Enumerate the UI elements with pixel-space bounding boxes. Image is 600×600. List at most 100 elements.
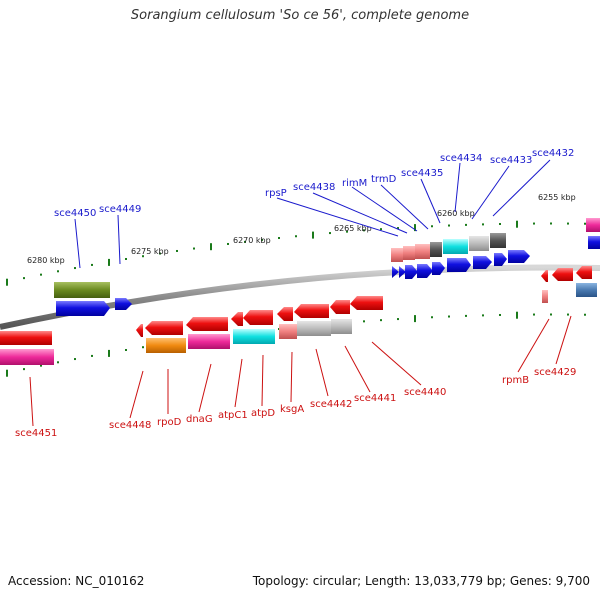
gene-arrow — [432, 262, 445, 275]
scale-minor-tick — [57, 270, 59, 273]
scale-label: 6255 kbp — [538, 193, 576, 202]
scale-minor-tick — [295, 235, 297, 238]
gene-block — [586, 218, 600, 232]
gene-arrow — [4, 331, 52, 345]
scale-minor-tick — [567, 313, 569, 316]
gene-block — [403, 246, 415, 260]
scale-minor-tick — [550, 222, 552, 225]
scale-minor-tick — [142, 255, 144, 258]
gene-arrow — [508, 250, 530, 263]
gene-label-sce4438[interactable]: sce4438 — [293, 182, 335, 193]
gene-label-sce4440[interactable]: sce4440 — [404, 387, 446, 398]
scale-major-tick — [108, 349, 110, 357]
gene-arrow — [277, 307, 293, 321]
gene-arrow — [399, 266, 406, 278]
gene-label-trmD[interactable]: trmD — [371, 174, 397, 185]
scale-minor-tick — [23, 368, 25, 371]
scale-minor-tick — [176, 249, 178, 252]
gene-arrow — [243, 310, 273, 325]
forward-leader-lines — [74, 159, 551, 269]
scale-minor-tick — [482, 223, 484, 226]
scale-minor-tick — [346, 230, 348, 233]
gene-arrow — [136, 324, 143, 337]
gene-label-sce4435[interactable]: sce4435 — [401, 168, 443, 179]
scale-minor-tick — [499, 222, 501, 225]
gene-block — [233, 329, 275, 344]
scale-minor-tick — [261, 238, 263, 241]
gene-block — [54, 282, 110, 298]
gene-label-rpoD[interactable]: rpoD — [157, 417, 182, 428]
scale-major-tick — [108, 258, 110, 266]
gene-label-atpD[interactable]: atpD — [251, 408, 275, 419]
gene-block — [469, 236, 489, 251]
gene-label-sce4432[interactable]: sce4432 — [532, 148, 574, 159]
gene-label-sce4451[interactable]: sce4451 — [15, 428, 57, 439]
gene-arrow — [447, 258, 471, 272]
scale-major-tick — [6, 278, 8, 286]
gene-label-sce4429[interactable]: sce4429 — [534, 367, 576, 378]
gene-block — [279, 324, 297, 339]
gene-label-sce4433[interactable]: sce4433 — [490, 155, 532, 166]
gene-label-sce4434[interactable]: sce4434 — [440, 153, 482, 164]
gene-block — [0, 349, 54, 365]
scale-minor-tick — [465, 223, 467, 226]
gene-label-sce4448[interactable]: sce4448 — [109, 420, 151, 431]
scale-minor-tick — [448, 224, 450, 227]
scale-minor-tick — [244, 240, 246, 243]
gene-arrow — [294, 304, 329, 318]
scale-minor-tick — [397, 227, 399, 230]
scale-minor-tick — [363, 320, 365, 323]
scale-major-tick — [6, 369, 8, 377]
gene-block — [443, 239, 468, 254]
scale-major-tick — [414, 224, 416, 232]
gene-block — [146, 338, 186, 353]
gene-label-rimM[interactable]: rimM — [342, 178, 367, 189]
scale-minor-tick — [584, 222, 586, 225]
scale-minor-tick — [533, 222, 535, 225]
scale-labels: 6280 kbp 6275 kbp 6270 kbp 6265 kbp 6260… — [27, 193, 576, 265]
gene-block — [331, 319, 352, 334]
genome-summary-text: Topology: circular; Length: 13,033,779 b… — [252, 574, 590, 588]
gene-label-ksgA[interactable]: ksgA — [280, 404, 304, 415]
gene-label-sce4450[interactable]: sce4450 — [54, 208, 96, 219]
gene-label-sce4442[interactable]: sce4442 — [310, 399, 352, 410]
scale-minor-tick — [57, 361, 59, 364]
outer-scale-track — [6, 220, 586, 286]
gene-label-rpmB[interactable]: rpmB — [502, 375, 529, 386]
scale-minor-tick — [465, 314, 467, 317]
gene-arrow — [350, 296, 383, 310]
gene-arrow — [56, 301, 110, 316]
gene-label-rpsP[interactable]: rpsP — [265, 188, 287, 199]
scale-minor-tick — [448, 315, 450, 318]
gene-block — [542, 290, 548, 303]
scale-major-tick — [210, 243, 212, 251]
scale-minor-tick — [380, 319, 382, 322]
scale-minor-tick — [550, 313, 552, 316]
scale-minor-tick — [363, 229, 365, 232]
gene-arrow — [186, 317, 228, 331]
scale-label: 6280 kbp — [27, 256, 65, 265]
scale-minor-tick — [91, 263, 93, 266]
scale-major-tick — [516, 220, 518, 228]
gene-label-sce4441[interactable]: sce4441 — [354, 393, 396, 404]
gene-label-atpC1[interactable]: atpC1 — [218, 410, 248, 421]
scale-minor-tick — [584, 313, 586, 316]
gene-block — [430, 242, 442, 257]
gene-arrow — [417, 264, 433, 278]
scale-minor-tick — [431, 316, 433, 319]
scale-minor-tick — [533, 313, 535, 316]
scale-major-tick — [312, 231, 314, 239]
scale-minor-tick — [397, 318, 399, 321]
gene-label-dnaG[interactable]: dnaG — [186, 414, 213, 425]
scale-minor-tick — [125, 257, 127, 260]
scale-minor-tick — [40, 273, 42, 276]
gene-block — [490, 233, 506, 248]
gene-block — [297, 321, 331, 336]
gene-label-sce4449[interactable]: sce4449 — [99, 204, 141, 215]
gene-arrow — [405, 265, 418, 279]
scale-major-tick — [414, 315, 416, 323]
scale-label: 6260 kbp — [437, 209, 475, 218]
scale-minor-tick — [499, 313, 501, 316]
gene-arrow — [552, 268, 573, 281]
